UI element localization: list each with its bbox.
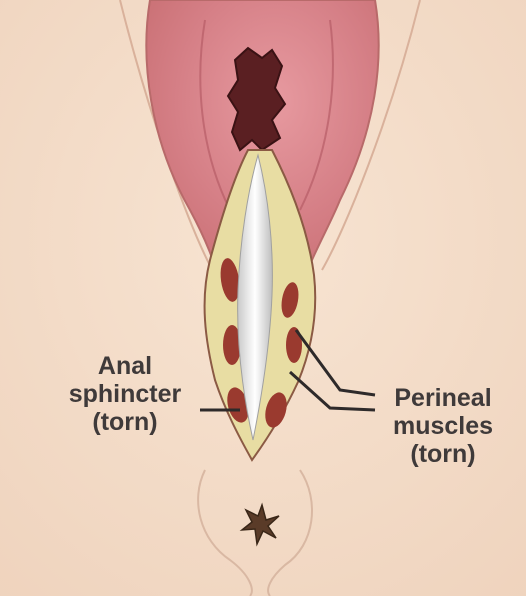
perineal-muscles-label: Perineal muscles (torn) xyxy=(368,384,518,468)
perineal-muscles-label-line3: (torn) xyxy=(368,440,518,468)
perineal-muscles-label-line2: muscles xyxy=(368,412,518,440)
perineal-muscles-label-line1: Perineal xyxy=(368,384,518,412)
vaginal-opening xyxy=(228,48,285,150)
anal-sphincter-label: Anal sphincter (torn) xyxy=(40,352,210,436)
anal-sphincter-label-line2: sphincter xyxy=(40,380,210,408)
anal-sphincter-label-line3: (torn) xyxy=(40,408,210,436)
anal-sphincter-label-line1: Anal xyxy=(40,352,210,380)
